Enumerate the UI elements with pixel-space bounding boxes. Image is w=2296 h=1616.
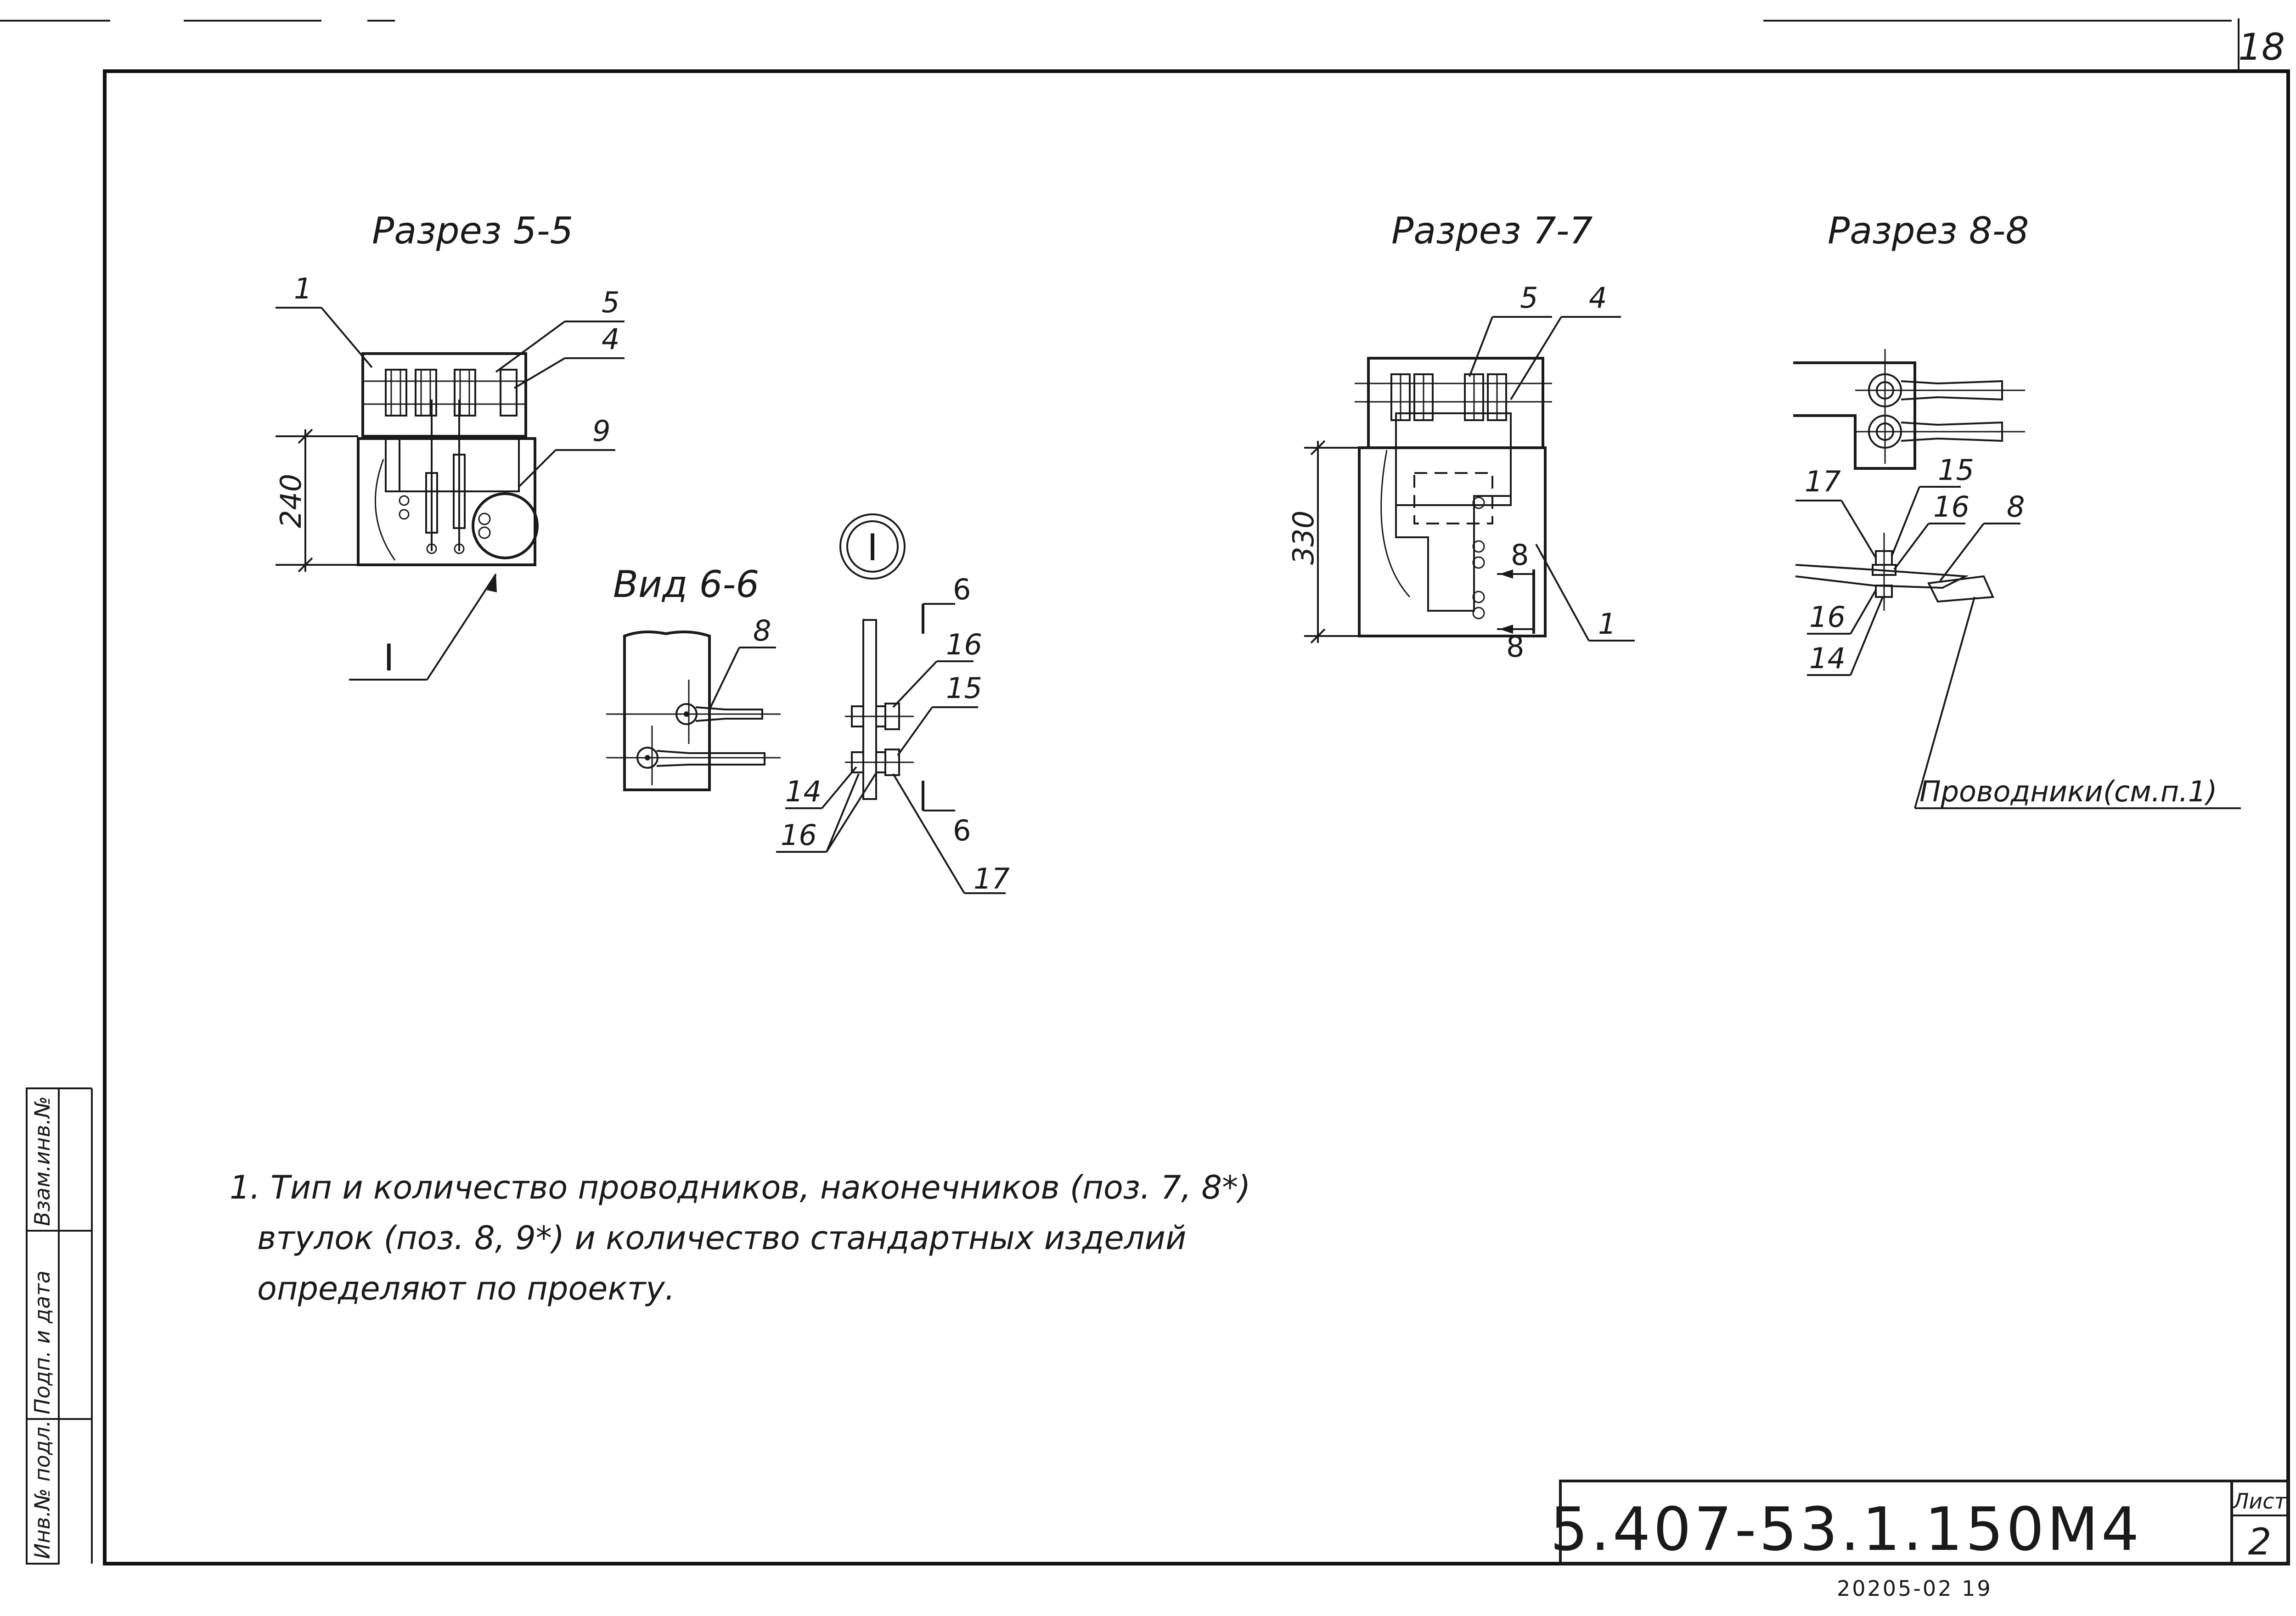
- section-7-7-callout-1: 1: [1598, 607, 1616, 641]
- side-stamp: Инв.№ подл. Подп. и дата Взам.инв.№: [26, 1087, 93, 1565]
- dimension-240-label: 240: [274, 474, 308, 528]
- node-I: I 6 6 16 15 14: [776, 513, 1010, 895]
- section-8-8-callout-16-bottom: 16: [1809, 600, 1846, 634]
- section-mark-8-top: 8: [1511, 538, 1529, 572]
- callout-4: 4: [602, 322, 619, 356]
- node-I-symbol: I: [867, 526, 878, 569]
- bolt-lower: [845, 749, 914, 776]
- section-5-5-callouts: 1 5 4 9: [276, 272, 625, 488]
- section-8-8-title: Разрез 8-8: [1828, 209, 2029, 252]
- callout-9: 9: [592, 414, 610, 448]
- side-field-inv: Инв.№ подл.: [30, 1420, 55, 1559]
- section-8-8-callout-8: 8: [2007, 490, 2025, 524]
- dimension-330-label: 330: [1287, 511, 1320, 565]
- section-7-7: Разрез 7-7 330: [1287, 209, 1635, 664]
- view-6-6-title: Вид 6-6: [613, 563, 759, 606]
- node-reference-label: I: [383, 636, 394, 679]
- section-5-5: Разрез 5-5: [274, 209, 625, 681]
- node-I-callout-16-top: 16: [946, 628, 982, 661]
- sheet-no: 2: [2248, 1520, 2272, 1563]
- view-6-6-callout-8: 8: [753, 614, 771, 648]
- section-8-8-callout-15: 15: [1938, 453, 1974, 487]
- callout-5: 5: [602, 286, 619, 319]
- node-I-callout-15: 15: [946, 671, 982, 705]
- section-8-8-callout-16-top: 16: [1933, 490, 1970, 524]
- note-line-2: втулок (поз. 8, 9*) и количество стандар…: [257, 1219, 1186, 1257]
- lug-lower: [1855, 415, 2025, 449]
- document-code: 5.407-53.1.150M4: [1550, 1494, 2142, 1564]
- section-5-5-title: Разрез 5-5: [372, 209, 573, 252]
- node-I-callout-16-bottom: 16: [781, 818, 817, 852]
- top-sheet-number: 18: [2238, 26, 2285, 68]
- sheet-label: Лист: [2232, 1489, 2287, 1514]
- lug-upper: [1855, 373, 2025, 407]
- note-line-1: 1. Тип и количество проводников, наконеч…: [230, 1169, 1250, 1206]
- view-6-6: Вид 6-6 8: [606, 563, 781, 791]
- callout-1: 1: [294, 272, 312, 305]
- bolt-upper: [845, 703, 914, 730]
- notes: 1. Тип и количество проводников, наконеч…: [230, 1169, 1250, 1307]
- section-7-7-callout-4: 4: [1589, 281, 1607, 315]
- section-8-8-callout-14: 14: [1809, 642, 1846, 675]
- note-line-3: определяют по проекту.: [257, 1270, 675, 1307]
- cut-mark-top: 6: [953, 573, 971, 606]
- dimension-240: 240: [274, 428, 358, 573]
- node-I-callout-14: 14: [785, 775, 822, 808]
- node-I-callout-17: 17: [974, 862, 1010, 895]
- side-field-replace: Взам.инв.№: [30, 1096, 55, 1226]
- node-reference-I: I: [349, 573, 497, 681]
- drawing-frame: [103, 69, 2290, 1565]
- section-7-7-callout-5: 5: [1520, 281, 1538, 315]
- section-8-8-callout-17: 17: [1805, 465, 1841, 498]
- side-field-sign: Подп. и дата: [30, 1271, 55, 1414]
- bottom-stamp: 20205-02 19: [1837, 1576, 1992, 1601]
- top-sheet-number-box: 18: [2238, 18, 2285, 71]
- conductors-label: Проводники(см.п.1): [1919, 775, 2217, 808]
- section-7-7-title: Разрез 7-7: [1391, 209, 1593, 252]
- title-block: 5.407-53.1.150M4 Лист 2: [1550, 1480, 2290, 1565]
- terminal-clamps-5-5: [385, 369, 518, 417]
- dimension-330: 330: [1287, 440, 1359, 644]
- section-mark-8-bottom: 8: [1506, 630, 1524, 664]
- cut-mark-bottom: 6: [953, 814, 971, 847]
- section-8-8: Разрез 8-8 17 15 16 8: [1793, 209, 2241, 809]
